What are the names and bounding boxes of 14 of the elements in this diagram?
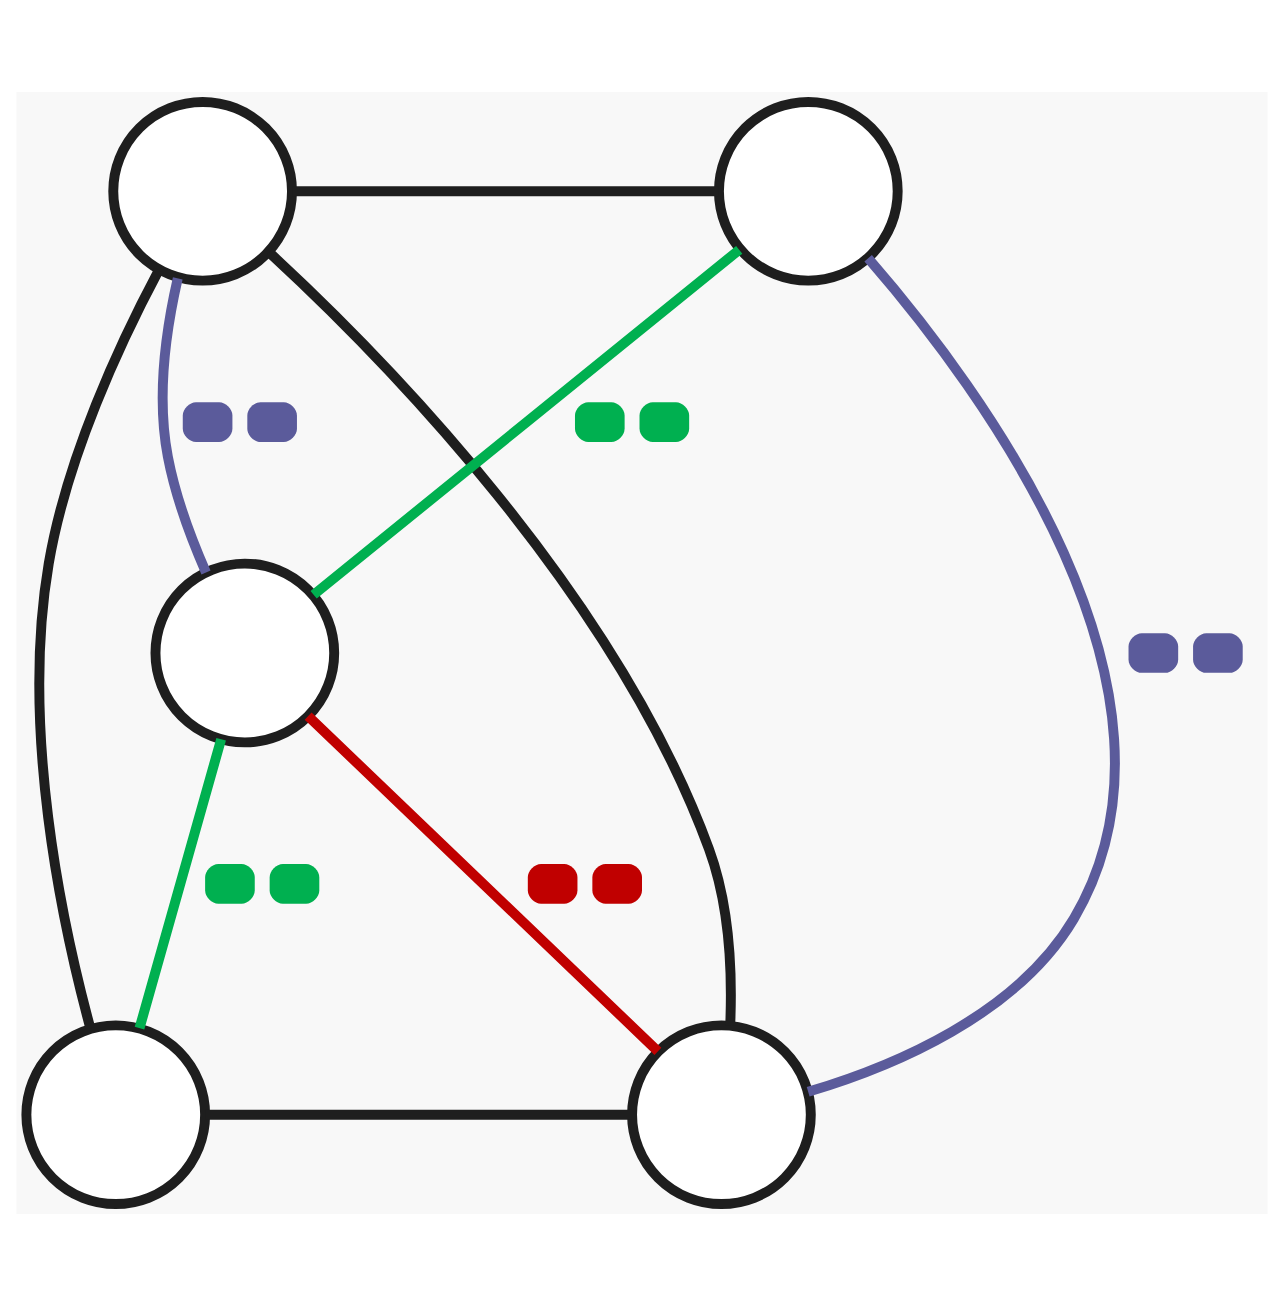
connector bbox=[205, 1108, 632, 1119]
connector bbox=[304, 711, 662, 1054]
connector bbox=[157, 276, 211, 574]
connector bbox=[310, 244, 743, 598]
node-circle bbox=[108, 95, 297, 285]
connector bbox=[292, 185, 719, 196]
connector bbox=[34, 266, 164, 1029]
connector bbox=[806, 254, 1119, 1096]
node-circle bbox=[627, 1019, 816, 1209]
node-circle bbox=[21, 1019, 211, 1209]
connector bbox=[134, 736, 226, 1029]
node-circle bbox=[714, 95, 903, 285]
node-circle bbox=[150, 557, 340, 747]
connector bbox=[265, 247, 736, 1025]
